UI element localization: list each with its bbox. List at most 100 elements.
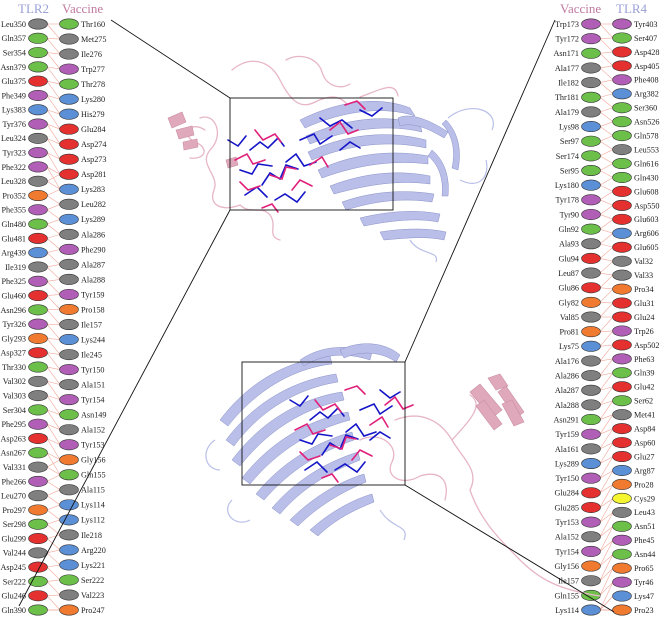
interaction-link: [46, 204, 61, 211]
residue-item: Lys289: [59, 213, 105, 225]
residue-item: Asp245: [1, 561, 48, 573]
residue-item: Asn51: [612, 520, 655, 532]
residue-marker: [59, 273, 79, 285]
interaction-link: [599, 149, 614, 157]
interaction-link: [599, 214, 614, 220]
residue-label: Pro23: [634, 606, 654, 615]
residue-item: Phe266: [1, 475, 48, 487]
residue-item: Pro352: [2, 190, 48, 202]
residue-marker: [581, 443, 601, 455]
residue-item: Lys244: [59, 334, 105, 346]
residue-marker: [581, 545, 601, 557]
interaction-link: [599, 199, 614, 206]
residue-item: Glu605: [612, 241, 659, 253]
residue-item: Tyr90: [560, 208, 601, 220]
residue-marker: [612, 241, 632, 253]
residue-marker: [612, 409, 632, 421]
residue-label: Lys244: [81, 335, 105, 344]
interaction-link: [599, 386, 614, 391]
residue-marker: [581, 296, 601, 308]
residue-marker: [28, 375, 48, 387]
interaction-link: [46, 138, 61, 145]
interaction-link: [46, 366, 61, 385]
residue-item: Tyr403: [612, 18, 658, 30]
residue-marker: [59, 228, 79, 240]
residue-item: Ser298: [3, 518, 48, 530]
residue-label: Tyr150: [81, 365, 105, 374]
residue-label: Met41: [634, 411, 655, 420]
residue-item: Ala287: [59, 258, 105, 270]
residue-label: Asn171: [554, 49, 579, 58]
residue-item: Asp405: [612, 60, 659, 72]
residue-label: Lys289: [81, 215, 105, 224]
residue-label: Phe266: [1, 477, 26, 486]
residue-item: Ala286: [555, 370, 601, 382]
residue-item: Ala93: [559, 238, 601, 250]
residue-marker: [59, 499, 79, 511]
interaction-link: [599, 358, 614, 362]
residue-item: Ser407: [612, 32, 657, 44]
residue-label: Ile218: [81, 531, 102, 540]
residue-marker: [581, 487, 601, 499]
residue-marker: [612, 130, 632, 142]
interaction-link: [599, 65, 614, 69]
residue-label: Ser95: [560, 166, 579, 175]
interaction-link: [46, 466, 61, 476]
interaction-link: [599, 302, 614, 304]
residue-label: Lys75: [559, 342, 579, 351]
residue-label: Glu246: [1, 592, 26, 601]
residue-item: Leu324: [1, 132, 48, 144]
interaction-link: [599, 526, 614, 552]
residue-marker: [59, 108, 79, 120]
interaction-link: [599, 470, 614, 479]
residue-label: Glu42: [634, 383, 654, 392]
residue-marker: [612, 353, 632, 365]
residue-marker: [581, 428, 601, 440]
residue-item: Tyr326: [2, 318, 48, 330]
interaction-link: [599, 140, 614, 150]
interaction-link: [599, 97, 614, 108]
interaction-link: [599, 372, 614, 376]
interaction-link: [599, 51, 614, 54]
residue-label: Val303: [3, 392, 26, 401]
residue-marker: [612, 158, 632, 170]
residue-item: Gln480: [1, 218, 48, 230]
residue-label: Glu285: [554, 503, 579, 512]
residue-item: Ser360: [612, 102, 657, 114]
residue-item: Pro158: [59, 303, 105, 315]
interaction-link: [599, 567, 614, 581]
residue-label: Gly82: [559, 298, 579, 307]
interaction-link: [46, 123, 61, 145]
residue-item: Leu282: [59, 198, 106, 210]
residue-marker: [28, 190, 48, 202]
interaction-link: [599, 442, 614, 450]
residue-label: Tyr46: [634, 578, 653, 587]
residue-marker: [581, 516, 601, 528]
residue-marker: [28, 204, 48, 216]
residue-marker: [59, 213, 79, 225]
residue-label: Val223: [81, 591, 104, 600]
residue-label: Pro28: [634, 480, 654, 489]
residue-item: Glu299: [1, 533, 48, 545]
residue-marker: [59, 153, 79, 165]
residue-item: Ile157: [59, 319, 102, 331]
tlr4-receptor-residues: Tyr403Ser407Asp428Asp405Phe408Arg382Ser3…: [612, 18, 659, 616]
interaction-link: [599, 540, 614, 552]
interaction-link: [46, 223, 61, 235]
residue-item: Ser354: [3, 47, 48, 59]
residue-marker: [581, 223, 601, 235]
residue-label: Phe63: [634, 355, 654, 364]
residue-item: Asp550: [612, 199, 659, 211]
interaction-link: [46, 66, 61, 85]
interaction-link: [46, 152, 61, 160]
residue-marker: [612, 339, 632, 351]
residue-marker: [581, 267, 601, 279]
residue-label: Asn291: [554, 415, 579, 424]
residue-item: Ala288: [59, 273, 105, 285]
residue-item: Ala288: [555, 399, 601, 411]
header-vaccine-left: Vaccine: [62, 1, 103, 16]
interaction-link: [46, 424, 61, 445]
residue-marker: [59, 379, 79, 391]
residue-label: Ser62: [634, 397, 653, 406]
residue-label: Phe349: [1, 91, 26, 100]
